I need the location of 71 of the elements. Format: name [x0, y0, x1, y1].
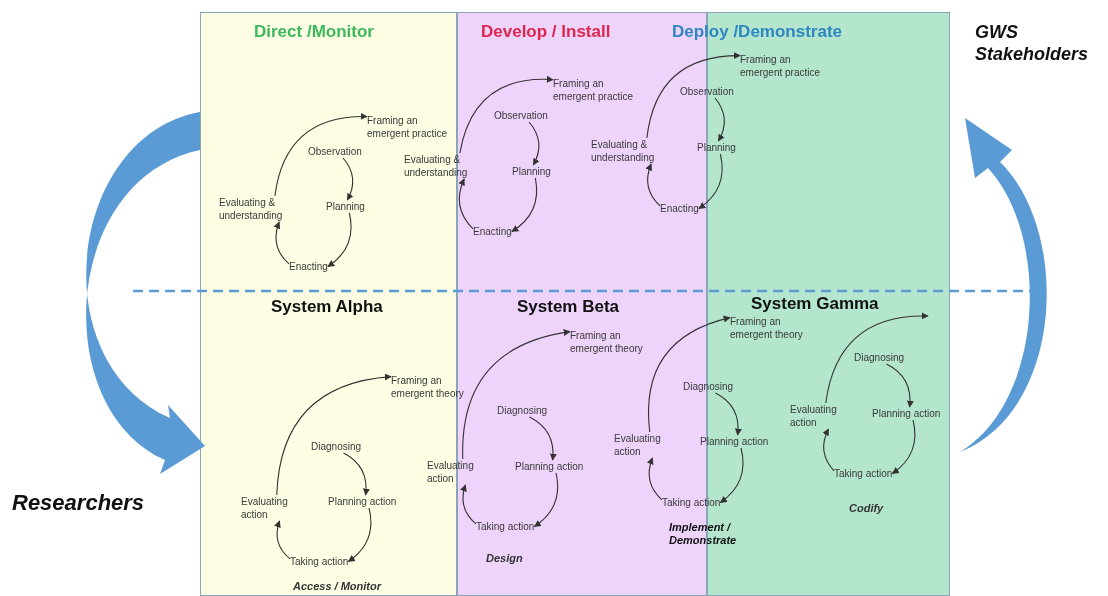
system-heading: System Alpha [271, 297, 383, 317]
arrow [822, 428, 835, 472]
arrow [715, 392, 742, 436]
step-text: Planning action [515, 460, 584, 473]
step-text: Evaluating & understanding [591, 138, 677, 164]
arrow [462, 329, 571, 460]
step-text: Enacting [473, 225, 512, 238]
step-text: Framing an emergent theory [570, 329, 658, 355]
step-text: Observation [494, 109, 548, 122]
arrow [342, 452, 370, 496]
panel-heading: Direct /Monitor [254, 22, 374, 42]
step-text: Planning [326, 200, 365, 213]
arrow [274, 520, 291, 560]
step-text: Diagnosing [683, 380, 734, 393]
step-text: Taking action [834, 467, 893, 480]
step-text: Planning [697, 141, 736, 154]
arrow [891, 419, 916, 475]
arrow [274, 113, 368, 197]
step-text: Enacting [289, 260, 328, 273]
phase-label: Implement / Demonstrate [669, 521, 738, 548]
step-text: Evaluating action [241, 495, 296, 521]
arrow [698, 153, 723, 210]
step-text: Evaluating & understanding [219, 196, 305, 222]
step-text: Diagnosing [497, 404, 548, 417]
arrow [459, 75, 554, 154]
arrow [825, 312, 929, 404]
system-heading: System Beta [517, 297, 620, 317]
step-text: Taking action [476, 520, 535, 533]
step-text: Framing an emergent practice [367, 114, 459, 140]
step-text: Observation [308, 145, 362, 158]
step-text: Planning [512, 165, 551, 178]
arrow [273, 221, 290, 265]
phase-label: Access / Monitor [293, 580, 382, 592]
panel-heading: Develop / Install [481, 22, 611, 42]
step-text: Diagnosing [311, 440, 362, 453]
arrow [533, 472, 559, 528]
arrow [647, 457, 663, 501]
phase-label: Design [486, 552, 523, 564]
arrow [342, 157, 354, 201]
step-text: Diagnosing [854, 351, 905, 364]
arrow [648, 315, 731, 433]
step-text: Framing an emergent practice [553, 77, 645, 103]
arrow [646, 52, 741, 139]
panel-heading: Deploy /Demonstrate [672, 22, 843, 42]
step-text: Evaluating action [790, 403, 845, 429]
arrow [719, 447, 744, 504]
arrow [529, 416, 557, 461]
arrow [460, 484, 477, 525]
arrow [645, 163, 661, 207]
step-text: Enacting [660, 202, 699, 215]
arrow [714, 97, 725, 142]
arrow [886, 363, 914, 408]
side-label: Researchers [12, 490, 146, 517]
step-text: Taking action [662, 496, 721, 509]
step-text: Observation [680, 85, 734, 98]
step-text: Framing an emergent practice [740, 53, 832, 79]
step-text: Evaluating action [614, 432, 669, 458]
phase-label: Codify [849, 502, 884, 514]
step-text: Framing an emergent theory [730, 315, 818, 341]
arrow [347, 507, 372, 563]
system-heading: System Gamma [751, 294, 879, 314]
arrow [276, 373, 392, 496]
step-text: Planning action [872, 407, 941, 420]
arrow [458, 178, 474, 230]
arrow [528, 121, 540, 166]
step-text: Taking action [290, 555, 349, 568]
arrow [511, 177, 538, 233]
step-text: Planning action [328, 495, 397, 508]
side-label: GWS Stakeholders [975, 22, 1090, 66]
arrow [327, 212, 352, 268]
step-text: Planning action [700, 435, 769, 448]
